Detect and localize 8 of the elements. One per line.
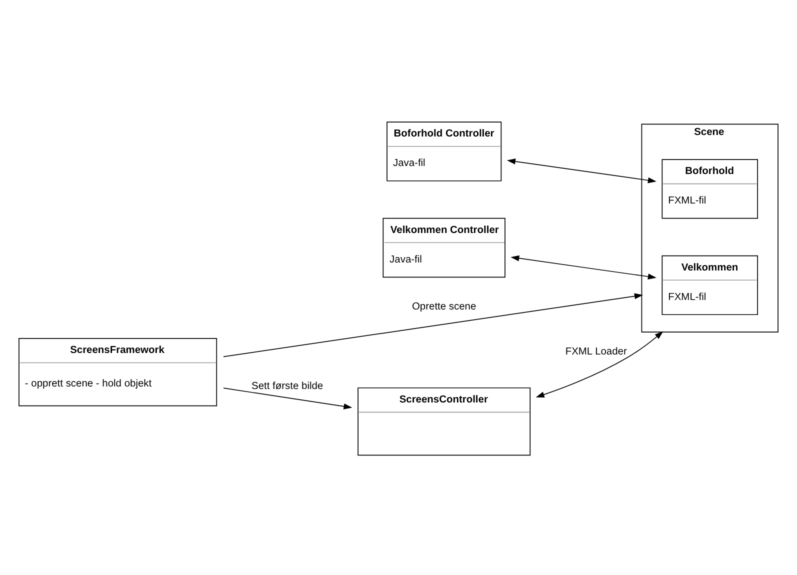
arrow	[506, 158, 656, 183]
edge-label: Sett første bilde	[252, 380, 324, 392]
edge-label: Oprette scene	[412, 301, 476, 312]
arrow	[510, 254, 656, 280]
edge-label: FXML Loader	[565, 346, 627, 358]
arrow	[223, 292, 643, 357]
arrow	[223, 387, 352, 409]
arrow	[536, 330, 664, 397]
